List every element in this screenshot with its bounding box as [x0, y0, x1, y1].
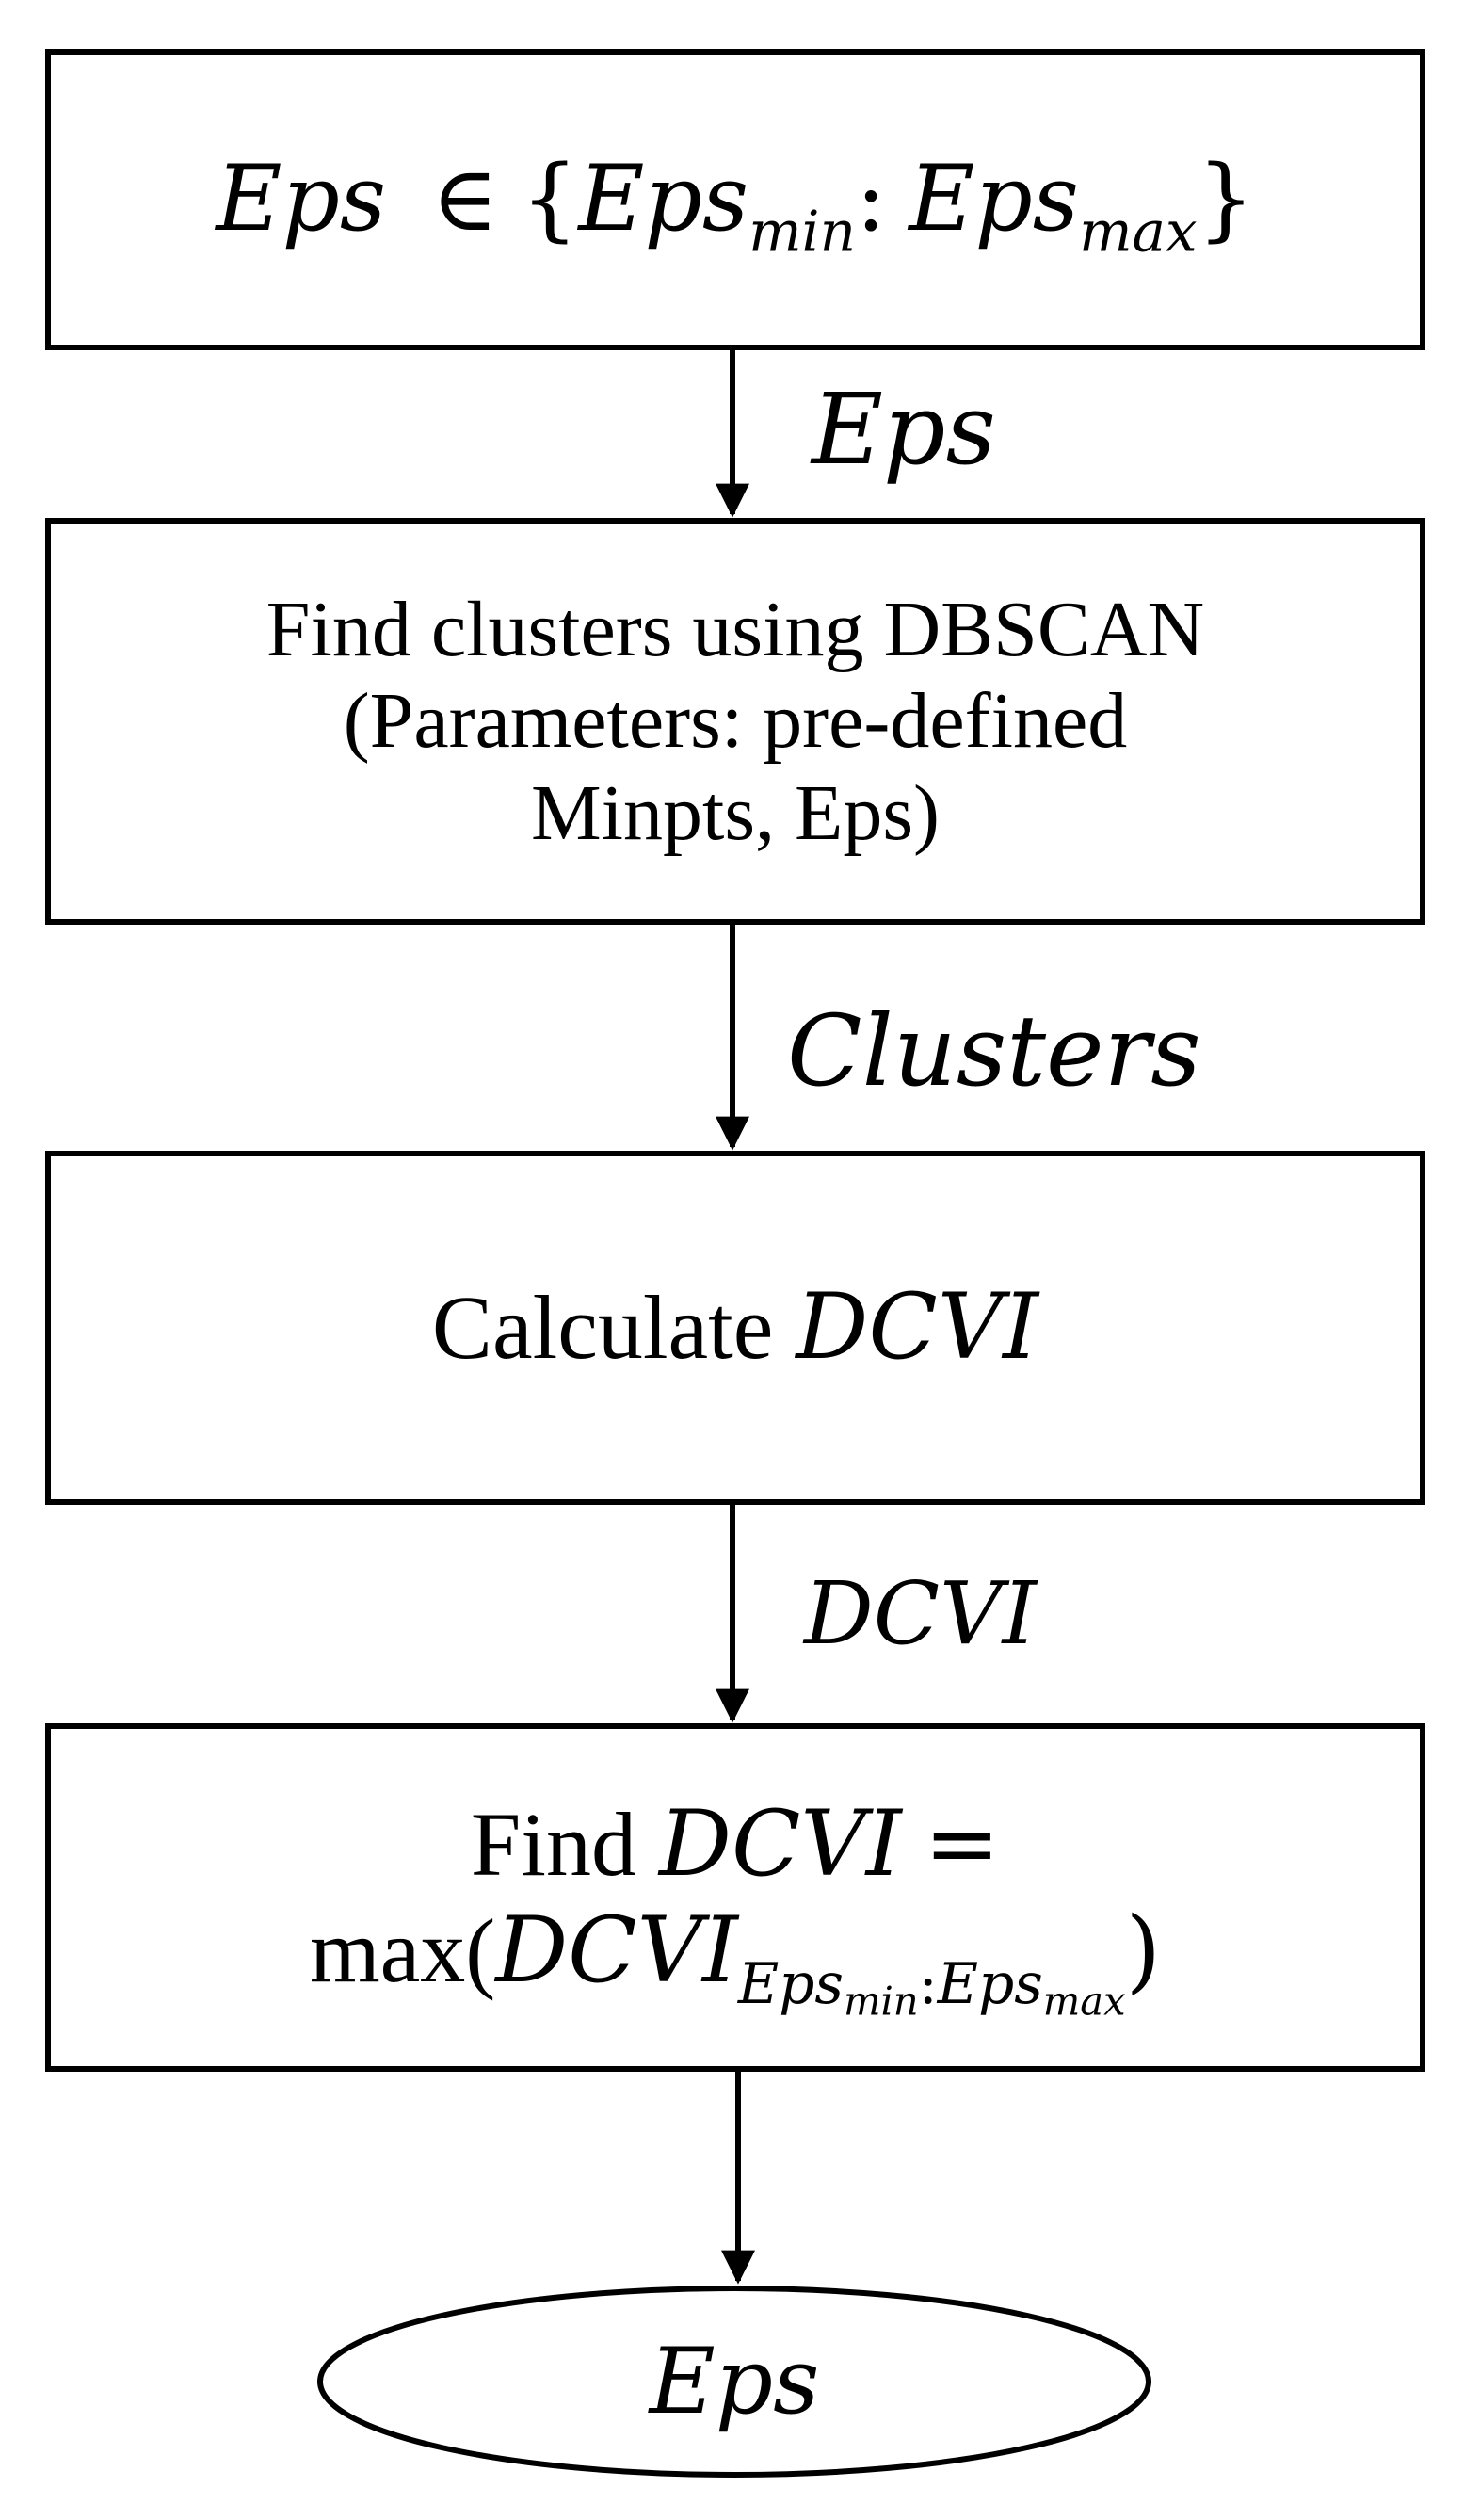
edge-label-eps: Eps: [812, 372, 996, 487]
dcvi-arg: DCVI: [495, 1898, 738, 2003]
find-max-dcvi-box: Find DCVI = max(DCVIEpsmin:Epsmax): [45, 1723, 1425, 2072]
sub-eps-min-base: Eps: [737, 1951, 844, 2017]
calculate-word: Calculate: [431, 1277, 774, 1379]
calculate-dcvi-text: Calculate DCVI: [432, 1273, 1038, 1381]
dcvi-arg-subscript: Epsmin:Epsmax: [737, 1951, 1126, 2020]
range-colon: :: [855, 146, 887, 252]
dbscan-box: Find clusters using DBSCAN (Parameters: …: [45, 518, 1425, 925]
dbscan-line-1: Find clusters using DBSCAN: [265, 585, 1205, 673]
edge-label-dcvi: DCVI: [804, 1563, 1037, 1664]
terminal-ellipse: [317, 2286, 1151, 2478]
close-brace: }: [1197, 146, 1255, 252]
eps-max-base: Eps: [909, 146, 1080, 252]
close-paren: ): [1125, 1898, 1162, 2003]
find-max-line-1: Find DCVI =: [471, 1791, 1000, 1898]
eps-var: Eps: [216, 146, 387, 252]
equals-sign: =: [924, 1790, 1001, 1897]
dcvi-var: DCVI: [796, 1274, 1039, 1381]
dbscan-line-2: (Parameters: pre-defined: [343, 677, 1128, 766]
sub-colon: :: [918, 1951, 938, 2017]
sub-eps-max-base: Eps: [937, 1951, 1043, 2017]
max-function: max(: [309, 1900, 496, 2001]
eps-min-sub: min: [748, 201, 856, 267]
find-word: Find: [470, 1793, 636, 1895]
open-brace: {: [521, 146, 579, 252]
sub-eps-min-sub: min: [843, 1978, 919, 2025]
init-range-expression: Eps ∈ {Epsmin: Epsmax}: [216, 145, 1255, 261]
terminal-eps-label: Eps: [649, 2329, 820, 2434]
find-max-line-2: max(DCVIEpsmin:Epsmax): [309, 1898, 1162, 2020]
terminal-eps-node: Eps: [316, 2285, 1152, 2479]
eps-max-sub: max: [1079, 201, 1198, 267]
eps-min-base: Eps: [578, 146, 749, 252]
calculate-dcvi-box: Calculate DCVI: [45, 1151, 1425, 1505]
edge-label-clusters: Clusters: [787, 993, 1201, 1108]
init-range-box: Eps ∈ {Epsmin: Epsmax}: [45, 49, 1425, 350]
dcvi-var-result: DCVI: [658, 1790, 902, 1897]
dbscan-line-3: Minpts, Eps): [530, 768, 941, 857]
sub-eps-max-sub: max: [1042, 1978, 1126, 2025]
element-of-symbol: ∈: [431, 146, 499, 252]
